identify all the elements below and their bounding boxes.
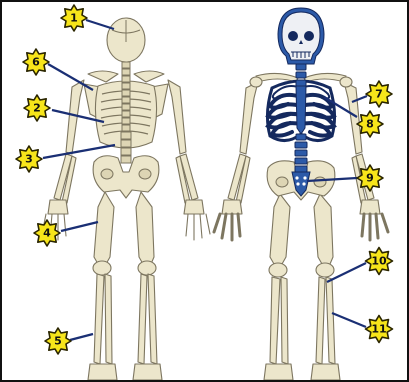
label-badge-7: 7 (366, 81, 392, 107)
label-badge-2: 2 (24, 95, 50, 121)
left-legs (88, 192, 162, 380)
label-badge-11: 11 (366, 316, 393, 343)
label-badge-10: 10 (366, 248, 393, 275)
right-skull-highlighted (278, 8, 324, 64)
label-number: 3 (25, 153, 33, 166)
left-spine (121, 62, 131, 163)
label-badge-4: 4 (34, 220, 60, 246)
skeleton-diagram: 1 2 3 4 5 6 7 8 (2, 2, 407, 380)
label-badge-5: 5 (45, 328, 71, 354)
label-number: 9 (366, 172, 374, 185)
label-badge-9: 9 (357, 165, 383, 191)
label-number: 4 (43, 227, 51, 240)
label-number: 1 (70, 12, 78, 25)
label-number: 5 (54, 335, 62, 348)
label-number: 10 (371, 255, 387, 268)
label-number: 6 (32, 56, 40, 69)
label-badge-1: 1 (61, 5, 87, 31)
label-badge-6: 6 (23, 49, 49, 75)
label-number: 7 (375, 88, 383, 101)
left-skull (107, 18, 145, 62)
label-number: 8 (366, 118, 374, 131)
skeleton-back-view (42, 18, 210, 380)
label-number: 2 (33, 102, 41, 115)
label-badge-3: 3 (16, 146, 42, 172)
label-number: 11 (371, 323, 386, 336)
label-badge-8: 8 (357, 111, 383, 137)
right-legs (264, 194, 340, 380)
right-rib-cage-highlighted (267, 81, 334, 141)
